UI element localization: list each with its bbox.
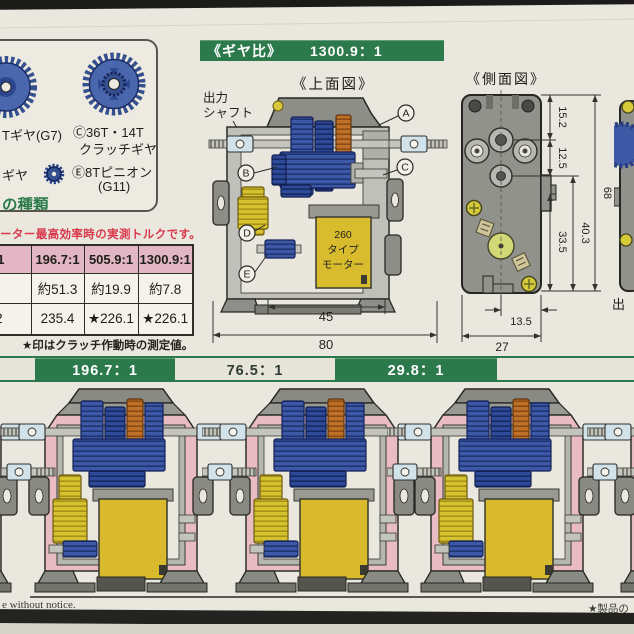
- pinion-gear-image: [43, 163, 65, 185]
- motor-label-3: モーター: [322, 259, 364, 271]
- table-cell: 235.4: [30, 302, 85, 336]
- screw-icon-2: [520, 275, 538, 293]
- callout-c: C: [401, 162, 409, 174]
- screw-icon: [465, 199, 483, 217]
- table-cell: 1.2: [0, 302, 32, 336]
- table-cell: 32: [0, 272, 32, 304]
- table-cell: 約7.8: [137, 272, 194, 304]
- ratio-band-segment-2: 76.5：1: [226, 362, 284, 379]
- table-header-cell: 196.7:1: [30, 244, 85, 274]
- top-view-diagram: 出力 シャフト: [203, 91, 448, 352]
- dim-40-3: 40.3: [579, 222, 591, 243]
- table-cell: 約19.9: [83, 272, 139, 304]
- gear-g7-image: [0, 56, 37, 118]
- top-view-title: 《上面図》: [292, 77, 375, 93]
- gear-g7-label: Tギヤ(G7): [2, 128, 62, 143]
- top-view-dimensions: 45 80: [212, 299, 438, 352]
- pinion-label-2: (G11): [98, 179, 131, 194]
- adjuster-block: [475, 218, 495, 238]
- output-shaft-label-2: シャフト: [203, 106, 253, 120]
- table-header-row: .5:1 196.7:1 505.9:1 1300.9:1: [0, 244, 194, 274]
- right-partial-diagram: [614, 100, 634, 292]
- torque-table: .5:1 196.7:1 505.9:1 1300.9:1 32 約51.3 約…: [0, 244, 194, 336]
- gear-ratio-value: 1300.9：1: [310, 42, 383, 59]
- gear-types-title-fragment: の種類: [2, 197, 49, 212]
- table-cell: 約51.3: [30, 272, 85, 304]
- callout-b: B: [242, 168, 249, 180]
- side-view-plate: [461, 90, 557, 310]
- motor-label-1: 260: [334, 229, 352, 241]
- side-view-title: 《側面図》: [466, 71, 546, 87]
- callout-e: E: [243, 269, 250, 281]
- table-cell: ★226.1: [83, 302, 139, 336]
- side-view-dimensions: 15.2 12.5 33.5 40.3 68 13.5 27: [461, 94, 613, 354]
- callout-d: D: [243, 228, 251, 240]
- gear-photos: [0, 52, 146, 185]
- clutch-gear-label: Ⓒ36T・14T: [73, 125, 144, 140]
- callout-a: A: [402, 108, 409, 120]
- table-footnote: ★印はクラッチ作動時の測定値。: [22, 340, 194, 352]
- right-partial-label: 出: [612, 297, 626, 312]
- table-row: 1.2 235.4 ★226.1 ★226.1: [0, 302, 194, 336]
- photo-crease: [0, 18, 634, 29]
- table-header-cell: 1300.9:1: [137, 244, 194, 274]
- pinion-label: Ⓔ8Tピニオン: [72, 165, 153, 180]
- top-view-motor: 260 タイプ モーター: [308, 204, 380, 289]
- top-view-callouts: A B C D E: [237, 104, 415, 283]
- output-shaft-label-1: 出力: [203, 91, 228, 105]
- dim-27: 27: [495, 340, 509, 354]
- motor-label-2: タイプ: [327, 244, 359, 256]
- ratio-band: 196.7：1 76.5：1 29.8：1: [0, 356, 634, 382]
- torque-note: ーター最高効率時の実測トルクです。: [0, 229, 202, 241]
- gearbox-cross-section-partial-right: [587, 387, 634, 599]
- top-view-gears: [237, 114, 388, 259]
- table-cell: ★226.1: [137, 302, 194, 336]
- footer-note-left: e without notice.: [2, 599, 76, 611]
- gear-types-box: Tギヤ(G7) Ⓒ36T・14T クラッチギヤ ギヤ Ⓔ8Tピニオン (G11)…: [0, 39, 158, 212]
- dim-13-5: 13.5: [510, 316, 531, 328]
- dim-68: 68: [601, 187, 613, 199]
- dim-33-5: 33.5: [556, 231, 568, 252]
- dim-45: 45: [319, 309, 333, 324]
- side-view-diagram: 15.2 12.5 33.5 40.3 68 13.5 27: [461, 90, 613, 354]
- gear-ratio-label: 《ギヤ比》: [207, 42, 282, 59]
- photo-bottom-margin: [0, 624, 634, 634]
- dim-12-5: 12.5: [556, 147, 568, 168]
- gear-ratio-header: 《ギヤ比》 1300.9：1: [200, 40, 444, 61]
- ratio-band-segment-1: 196.7：1: [35, 358, 175, 380]
- table-header-cell: .5:1: [0, 244, 32, 274]
- adjuster-block-2: [510, 251, 532, 273]
- table-header-cell: 505.9:1: [83, 244, 139, 274]
- gear-left-label: ギヤ: [2, 168, 29, 183]
- dim-15-2: 15.2: [556, 106, 568, 127]
- clutch-gear-image: [82, 52, 146, 116]
- ratio-band-segment-3: 29.8：1: [335, 358, 497, 380]
- dim-80: 80: [319, 337, 333, 352]
- table-row: 32 約51.3 約19.9 約7.8: [0, 272, 194, 304]
- clutch-gear-label-2: クラッチギヤ: [79, 142, 158, 157]
- photo-top-edge: [0, 0, 634, 10]
- panel-bottom-border: [30, 596, 634, 598]
